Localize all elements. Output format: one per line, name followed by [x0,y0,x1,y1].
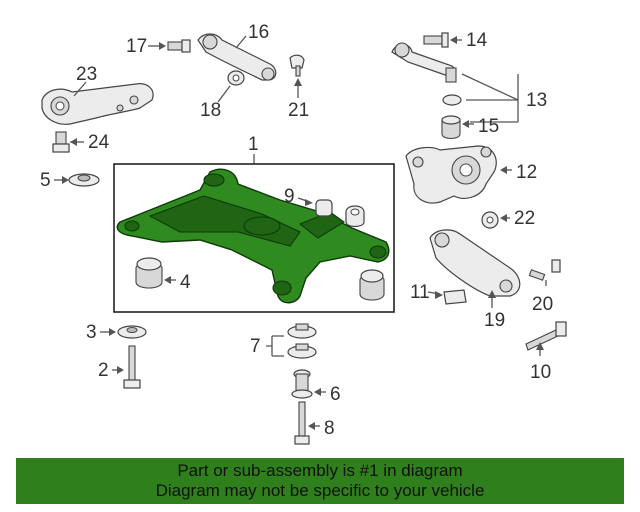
callout-14: 14 [466,30,488,51]
part-8-bolt[interactable] [294,401,310,445]
part-1-rear-subframe[interactable] [116,168,390,304]
callout-4: 4 [180,272,191,293]
part-11-bracket[interactable] [443,289,467,305]
part-18-bushing[interactable] [227,70,245,86]
callout-3: 3 [86,322,97,343]
part-22-bushing[interactable] [481,211,499,229]
banner-line-2: Diagram may not be specific to your vehi… [155,481,485,500]
callout-24: 24 [88,132,110,153]
callout-6: 6 [330,384,341,405]
callout-8: 8 [324,418,335,439]
part-15-bushing[interactable] [441,115,461,140]
part-23-lower-control-arm[interactable] [41,83,154,125]
callout-19: 19 [484,310,505,331]
part-2-bolt[interactable] [123,345,141,389]
callout-7: 7 [250,336,261,357]
part-10-bolt[interactable] [525,321,567,351]
part-19-lower-arm[interactable] [429,229,521,297]
part-16-upper-arm[interactable] [197,33,277,81]
part-13-bushing[interactable] [442,94,462,106]
part-7-washers[interactable] [287,323,317,359]
banner-line-1: Part or sub-assembly is #1 in diagram [177,461,463,480]
parts-diagram: 23 24 5 16 17 18 21 1 [40,22,567,445]
part-12-knuckle[interactable] [405,145,497,204]
callout-16: 16 [248,22,269,43]
part-9-bushing[interactable] [315,199,365,228]
info-banner: Part or sub-assembly is #1 in diagram Di… [16,458,624,504]
callout-21: 21 [288,100,309,121]
part-24-bolt[interactable] [52,131,70,153]
callout-1: 1 [248,134,259,155]
callout-9: 9 [284,186,295,207]
callout-5: 5 [40,170,51,191]
subframe-box [113,163,395,313]
part-20-bolt[interactable] [528,259,561,281]
part-6-spacer[interactable] [291,369,313,399]
callout-22: 22 [514,208,535,229]
callout-23: 23 [76,64,97,85]
part-3-washer[interactable] [117,325,147,339]
callout-10: 10 [530,362,551,383]
callout-13: 13 [526,90,547,111]
callout-11: 11 [410,282,430,303]
part-13-link[interactable] [391,42,457,83]
part-21-bolt[interactable] [289,54,305,77]
callout-2: 2 [98,360,109,381]
part-17-bolt[interactable] [167,39,191,53]
callout-17: 17 [126,36,147,57]
part-14-bolt[interactable] [423,32,449,48]
callout-15: 15 [478,116,499,137]
part-4-mount[interactable] [135,257,385,301]
part-5-washer[interactable] [68,173,100,187]
callout-20: 20 [532,294,553,315]
callout-12: 12 [516,162,537,183]
callout-18: 18 [200,100,221,121]
